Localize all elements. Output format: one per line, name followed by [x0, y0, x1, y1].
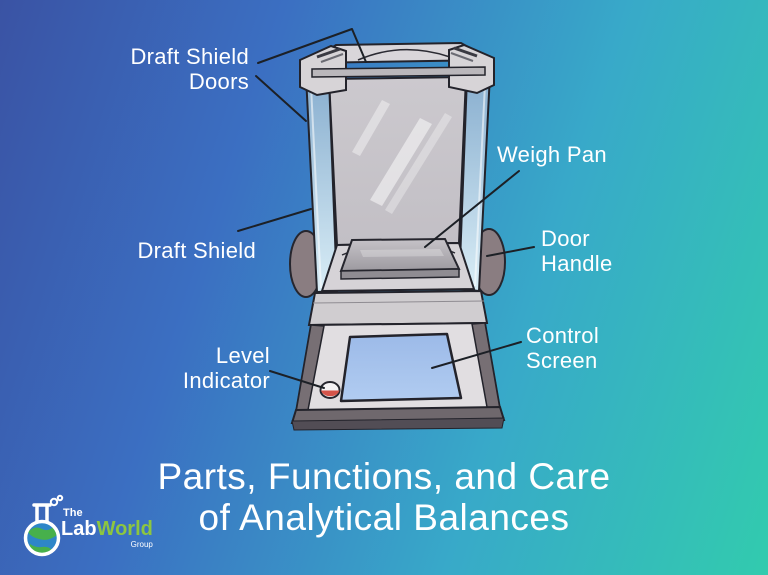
- logo-word-world: World: [96, 518, 153, 540]
- weigh-pan-drawing: [339, 237, 461, 280]
- label-weigh-pan: Weigh Pan: [497, 142, 607, 167]
- label-control-screen: Control Screen: [526, 323, 600, 373]
- draft-shield-top: [299, 41, 495, 97]
- leader-weigh-pan: [424, 170, 520, 248]
- label-draft-shield: Draft Shield: [137, 238, 256, 263]
- labworld-flask-icon: [23, 494, 64, 557]
- leader-draft-shield: [237, 208, 312, 232]
- page-title: Parts, Functions, and Care of Analytical…: [157, 456, 611, 538]
- labworld-logo: The LabWorld Group: [18, 492, 153, 560]
- leader-control-screen: [431, 341, 522, 369]
- leader-draft-shield-doors-side: [255, 75, 307, 122]
- balance-mid-band: [307, 289, 489, 327]
- logo-word-group: Group: [130, 540, 153, 549]
- label-level-indicator: Level Indicator: [182, 343, 270, 393]
- leader-draft-shield-doors-top: [257, 28, 367, 64]
- label-door-handle: Door Handle: [541, 226, 613, 276]
- level-indicator-drawing: [319, 381, 341, 399]
- labworld-logo-text: The LabWorld Group: [61, 508, 153, 549]
- leader-lines: [237, 28, 535, 389]
- logo-word-the: The: [63, 507, 83, 519]
- control-screen-drawing: [339, 332, 463, 403]
- label-draft-shield-doors: Draft Shield Doors: [130, 44, 249, 94]
- leader-door-handle: [486, 246, 535, 257]
- logo-word-lab: Lab: [61, 518, 97, 540]
- leader-level-indicator: [269, 370, 325, 389]
